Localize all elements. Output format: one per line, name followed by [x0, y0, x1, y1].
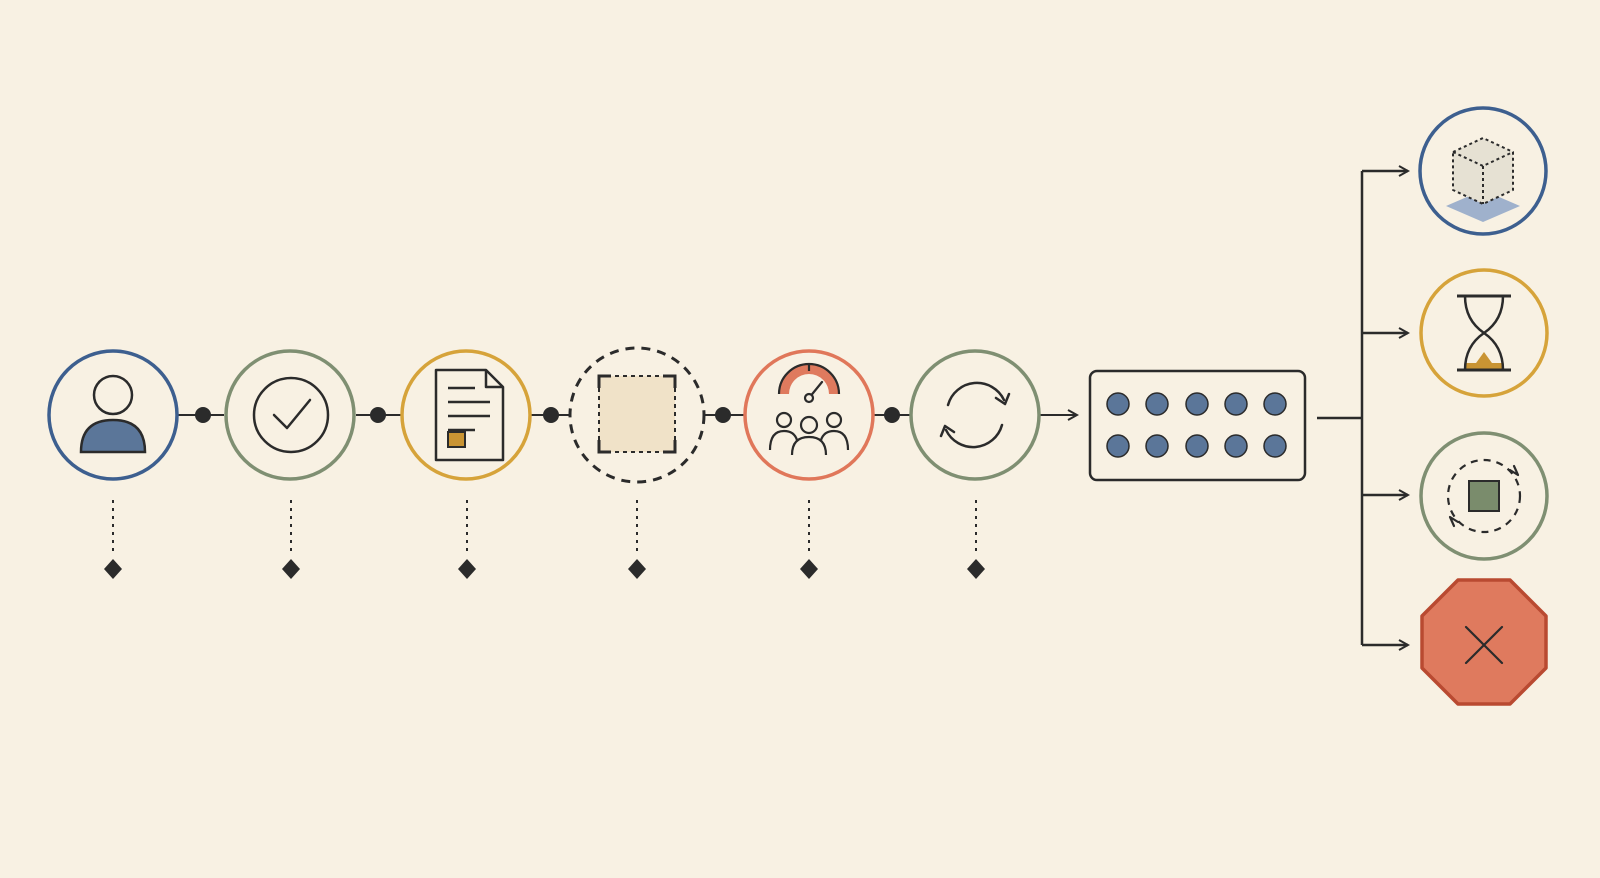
selection-square-icon [597, 374, 677, 454]
stage-5-team[interactable] [743, 349, 875, 481]
outcome-ring [1418, 106, 1548, 236]
connector-4-5 [705, 407, 745, 423]
stage-ring [743, 349, 875, 481]
stage-1-user[interactable] [47, 349, 179, 481]
stage-3-document[interactable] [400, 349, 532, 481]
stage-ring [400, 349, 532, 481]
stage-4-selection[interactable] [568, 346, 706, 484]
batch-frame [1088, 369, 1307, 482]
connector-1-2 [178, 407, 224, 423]
stage-1-marker [104, 500, 122, 579]
team-gauge-icon [768, 362, 850, 456]
stage-2-check[interactable] [224, 349, 356, 481]
stage-connectors [178, 407, 1077, 423]
outcome-hourglass[interactable] [1419, 268, 1549, 398]
stage-6-refresh[interactable] [909, 349, 1041, 481]
refresh-cycle-icon [939, 381, 1011, 449]
stage-ring [568, 346, 706, 484]
connector-2-3 [356, 407, 402, 423]
connector-3-4 [530, 407, 571, 423]
stage-ring [909, 349, 1041, 481]
stage-6-marker [967, 500, 985, 579]
stop-octagon [1420, 578, 1548, 706]
close-x-icon [1464, 625, 1504, 665]
square-cycle-icon [1446, 458, 1522, 534]
stage-5-marker [800, 500, 818, 579]
stage-3-marker [458, 500, 476, 579]
outcome-ring [1419, 431, 1549, 561]
stage-4-marker [628, 500, 646, 579]
stage-2-marker [282, 500, 300, 579]
outcome-square-cycle[interactable] [1419, 431, 1549, 561]
document-icon [434, 368, 505, 462]
stage-ring [47, 349, 179, 481]
hourglass-icon [1457, 294, 1511, 372]
dot-grid-icon [1106, 392, 1287, 458]
outcome-ring [1419, 268, 1549, 398]
stage-ring [224, 349, 356, 481]
stage-markers [104, 500, 985, 579]
outcome-cube[interactable] [1418, 106, 1548, 236]
outcome-stop[interactable] [1420, 578, 1548, 706]
cube-icon [1446, 137, 1520, 222]
checkmark-icon [252, 376, 330, 454]
batch-box[interactable] [1088, 369, 1307, 482]
user-icon [79, 374, 147, 454]
branch-connector [1317, 171, 1408, 645]
connector-5-6 [873, 407, 911, 423]
